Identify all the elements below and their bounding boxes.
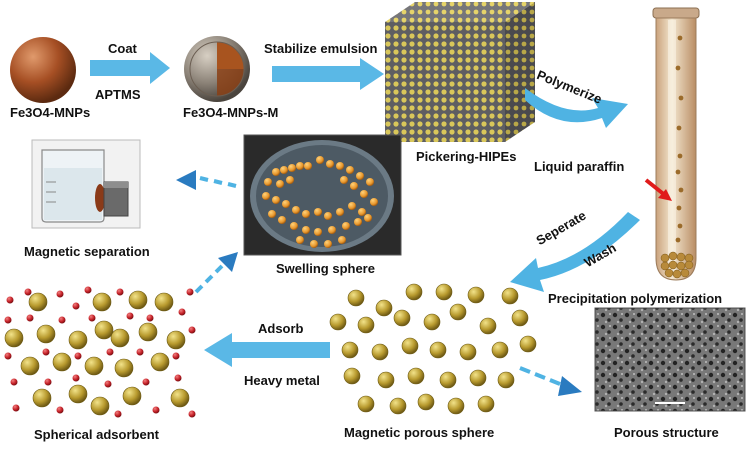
coat-label: Coat	[108, 41, 137, 56]
magnetic-porous-spheres-group	[329, 283, 537, 415]
adsorb-arrow	[204, 333, 330, 367]
stabilize-emulsion-label: Stabilize emulsion	[264, 41, 378, 56]
adsorb-label: Adsorb	[258, 321, 304, 336]
magnetic-porous-sphere-label: Magnetic porous sphere	[344, 425, 495, 440]
aptms-label: APTMS	[95, 87, 141, 102]
precipitation-polymerization-label: Precipitation polymerization	[548, 291, 723, 306]
porous-structure-image	[594, 307, 746, 412]
coat-arrow	[90, 52, 170, 84]
spherical-adsorbent-label: Spherical adsorbent	[34, 427, 159, 442]
stabilize-arrow	[272, 58, 384, 90]
coated-nanoparticle-icon	[184, 36, 250, 102]
fe3o4-mnps-m-label: Fe3O4-MNPs-M	[183, 105, 279, 120]
swelling-sphere-image	[243, 134, 402, 256]
to-porous-structure-arrow	[519, 366, 582, 396]
heavy-metal-label: Heavy metal	[244, 373, 320, 388]
swelling-sphere-label: Swelling sphere	[276, 261, 375, 276]
to-swelling-arrow	[194, 252, 238, 294]
liquid-paraffin-label: Liquid paraffin	[534, 159, 625, 174]
to-magnetic-separation-arrow	[176, 170, 237, 190]
porous-structure-label: Porous structure	[614, 425, 719, 440]
polymerize-arrow	[525, 88, 628, 128]
reaction-tube-icon	[652, 7, 700, 281]
pickering-hipes-label: Pickering-HIPEs	[416, 149, 517, 164]
magnetic-separation-image	[31, 139, 141, 229]
fe3o4-mnps-label: Fe3O4-MNPs	[10, 105, 91, 120]
fe3o4-nanoparticle-icon	[10, 37, 76, 103]
pickering-hipes-cube-icon	[385, 2, 535, 142]
liquid-paraffin-pointer-icon	[644, 178, 672, 201]
magnetic-separation-label: Magnetic separation	[24, 244, 150, 259]
spherical-adsorbent-group	[4, 286, 196, 418]
separate-wash-arrow	[510, 212, 640, 292]
